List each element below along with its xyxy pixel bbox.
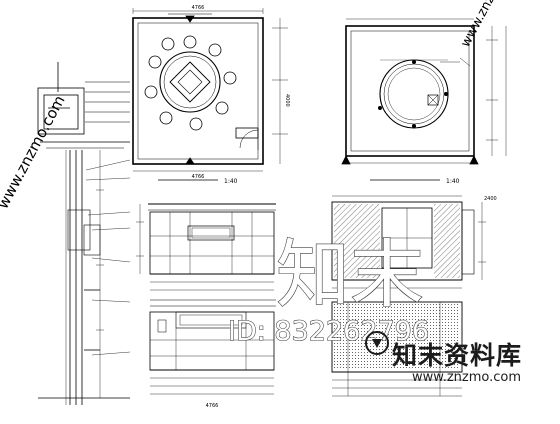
floor-plan-dining — [132, 8, 288, 172]
dim-width-bottom: 4766 — [192, 174, 205, 180]
elevation-c — [331, 195, 486, 289]
dim-height-right: 4000 — [284, 94, 290, 107]
hatch-fill-right — [434, 204, 460, 278]
hatch-fill-left — [334, 204, 380, 278]
scale-right: 1:40 — [446, 178, 460, 185]
brand-name: 知末资料库 — [392, 341, 523, 370]
dim-elevation-bottom: 4766 — [206, 403, 219, 409]
dim-right-small: 2400 — [484, 196, 497, 202]
scale-left: 1:40 — [224, 178, 238, 185]
side-url-watermark-right: www.znzmo.com — [458, 0, 522, 50]
elevation-b — [149, 299, 276, 395]
brand-logo-icon — [365, 331, 389, 355]
elevation-a — [136, 203, 276, 291]
stipple-fill — [334, 304, 460, 370]
side-url-watermark-left: www.znzmo.com — [0, 92, 69, 212]
left-section-detail — [37, 62, 131, 405]
ceiling-plan — [341, 18, 507, 165]
id-watermark: ID: 832262796 — [228, 316, 429, 347]
brand-url: www.znzmo.com — [412, 370, 522, 385]
dim-width-top: 4766 — [192, 5, 205, 11]
large-zh-watermark: 知末 — [276, 232, 424, 318]
